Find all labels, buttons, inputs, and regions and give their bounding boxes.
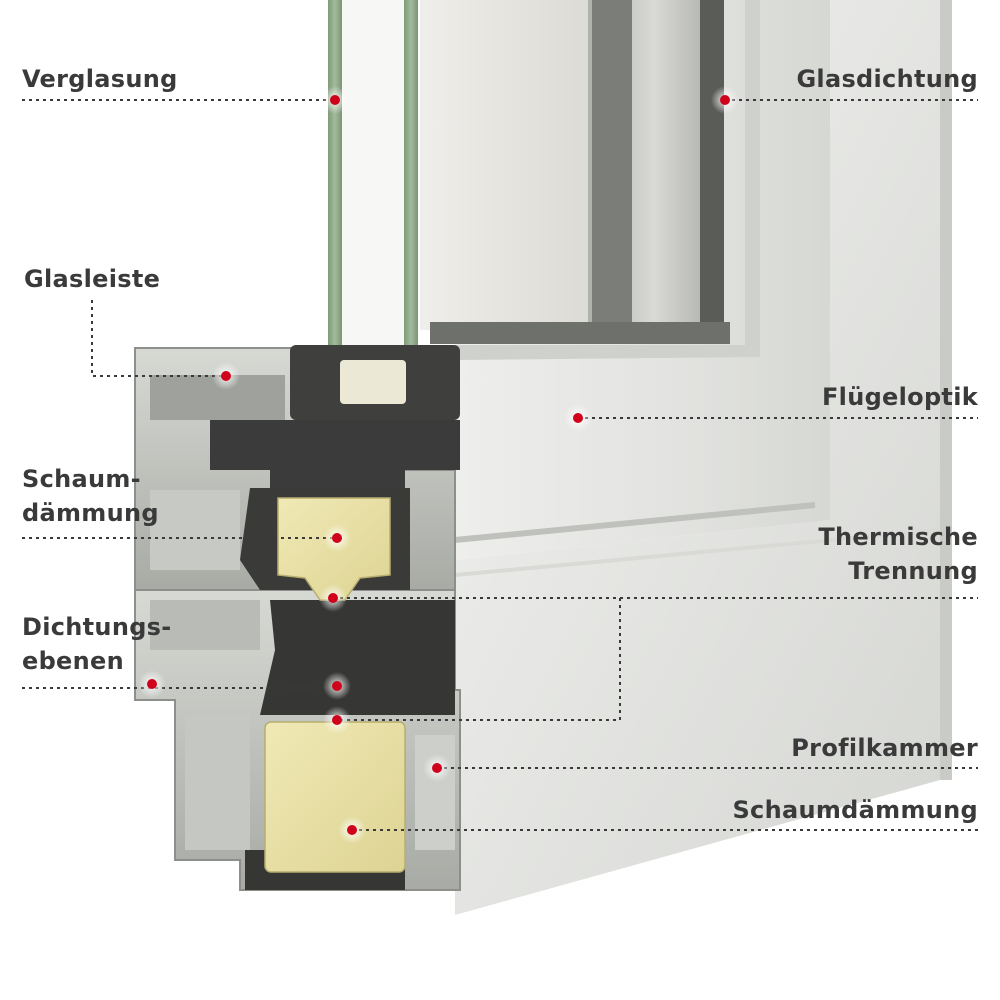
label-thermische-trennung-line1: Thermische: [818, 523, 978, 551]
outer-frame-edge: [940, 0, 952, 780]
foam-insulation-lower: [264, 721, 406, 873]
chamber-e: [415, 735, 455, 850]
label-schaumdaemmung-lower: Schaumdämmung: [732, 793, 978, 827]
label-thermische-trennung-line2: Trennung: [848, 557, 978, 585]
label-glasleiste-text: Glasleiste: [24, 265, 161, 293]
label-dichtungsebenen: Dichtungs- ebenen: [22, 610, 172, 678]
marker-profilkammer: [423, 754, 451, 782]
chamber-d: [185, 715, 250, 850]
sash-groove-shadow: [454, 528, 941, 577]
label-schaumdaemmung-upper: Schaum- dämmung: [22, 462, 159, 530]
label-verglasung-text: Verglasung: [22, 65, 178, 93]
label-schaumdaemmung-upper-line2: dämmung: [22, 499, 159, 527]
label-verglasung: Verglasung: [22, 62, 178, 96]
label-profilkammer-text: Profilkammer: [791, 734, 978, 762]
label-glasdichtung: Glasdichtung: [796, 62, 978, 96]
label-fluegeloptik-text: Flügeloptik: [821, 383, 978, 411]
glass-pane-inner: [404, 0, 418, 412]
marker-dichtungsebenen: [323, 672, 351, 700]
marker-glasdichtung: [711, 86, 739, 114]
marker-thermische-trennung-upper: [319, 584, 347, 612]
glass-bead-inset: [340, 360, 406, 404]
label-glasleiste: Glasleiste: [24, 262, 160, 296]
marker-schaumdaemmung-upper: [323, 524, 351, 552]
label-glasdichtung-text: Glasdichtung: [796, 65, 978, 93]
marker-schaumdaemmung-lower: [338, 816, 366, 844]
label-dichtungsebenen-line1: Dichtungs-: [22, 613, 172, 641]
marker-glasleiste: [212, 362, 240, 390]
markers: [138, 86, 739, 844]
marker-thermische-trennung-lower: [323, 706, 351, 734]
label-dichtungsebenen-line2: ebenen: [22, 647, 124, 675]
chamber-b: [150, 490, 240, 570]
glass-seal-dark: [592, 0, 632, 330]
glass-seal-strip: [700, 0, 724, 338]
thermal-break-lower: [260, 600, 455, 715]
label-profilkammer: Profilkammer: [791, 731, 978, 765]
marker-dichtungsebenen-left: [138, 670, 166, 698]
interior-reveal: [420, 0, 588, 330]
chamber-c: [150, 600, 260, 650]
marker-fluegeloptik: [564, 404, 592, 432]
glass-cavity: [342, 0, 404, 360]
label-thermische-trennung: Thermische Trennung: [818, 520, 978, 588]
marker-verglasung: [321, 86, 349, 114]
sash-groove: [454, 502, 816, 543]
outer-frame-face: [455, 0, 940, 915]
leader-lines: [22, 99, 978, 831]
label-schaumdaemmung-lower-text: Schaumdämmung: [732, 796, 978, 824]
label-schaumdaemmung-upper-line1: Schaum-: [22, 465, 141, 493]
sash-bead-shadow: [430, 322, 730, 344]
glazing-gasket: [210, 420, 460, 490]
leader-thermische-trennung-drop: [337, 598, 621, 721]
label-fluegeloptik: Flügeloptik: [822, 380, 978, 414]
